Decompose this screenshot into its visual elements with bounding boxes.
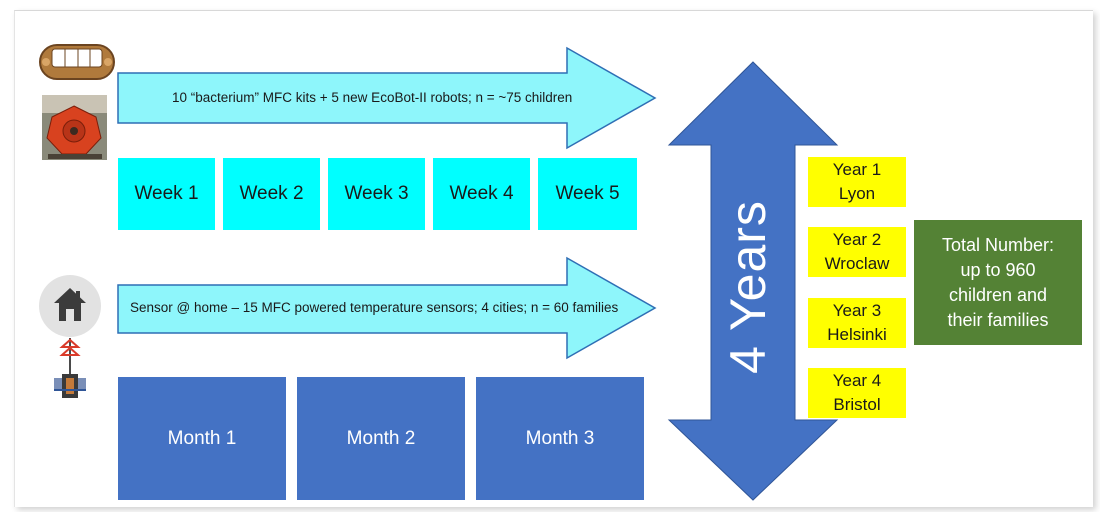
total-number-box: Total Number: up to 960 children and the… <box>914 220 1082 345</box>
temperature-sensor-icon <box>54 338 86 398</box>
month-box-1: Month 1 <box>118 377 286 500</box>
year-box-1-year: Year 1 <box>832 160 882 179</box>
year-box-4: Year 4 Bristol <box>808 368 906 418</box>
week-box-2: Week 2 <box>223 158 320 230</box>
year-box-3: Year 3 Helsinki <box>808 298 906 348</box>
total-line-3: children and <box>948 284 1048 305</box>
week-box-3: Week 3 <box>328 158 425 230</box>
month-box-2: Month 2 <box>297 377 465 500</box>
year-box-1-city: Lyon <box>838 184 876 203</box>
home-icon <box>39 275 101 337</box>
sensor-arrow <box>117 256 657 360</box>
month-box-3: Month 3 <box>476 377 644 500</box>
year-box-2-year: Year 2 <box>832 230 882 249</box>
total-line-2: up to 960 <box>960 259 1036 280</box>
mfc-kit-icon <box>39 44 115 80</box>
four-years-arrow <box>667 61 839 501</box>
four-years-label: 4 Years <box>720 200 776 374</box>
week-box-1: Week 1 <box>118 158 215 230</box>
total-line-4: their families <box>947 309 1049 330</box>
year-box-3-city: Helsinki <box>827 325 887 344</box>
ecobot-robot-icon <box>42 95 107 160</box>
total-line-1: Total Number: <box>941 234 1055 255</box>
kits-arrow-text: 10 “bacterium” MFC kits + 5 new EcoBot-I… <box>172 90 573 105</box>
sensor-arrow-text: Sensor @ home – 15 MFC powered temperatu… <box>130 300 619 315</box>
year-box-2-city: Wroclaw <box>824 254 890 273</box>
kits-arrow <box>117 46 657 150</box>
year-box-2: Year 2 Wroclaw <box>808 227 906 277</box>
week-box-5: Week 5 <box>538 158 637 230</box>
year-box-3-year: Year 3 <box>832 301 882 320</box>
week-box-4: Week 4 <box>433 158 530 230</box>
year-box-4-city: Bristol <box>833 395 881 414</box>
year-box-4-year: Year 4 <box>832 371 882 390</box>
year-box-1: Year 1 Lyon <box>808 157 906 207</box>
